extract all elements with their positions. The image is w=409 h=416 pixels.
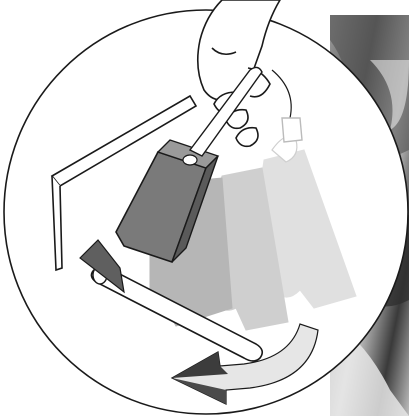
cord-tag	[282, 118, 302, 142]
